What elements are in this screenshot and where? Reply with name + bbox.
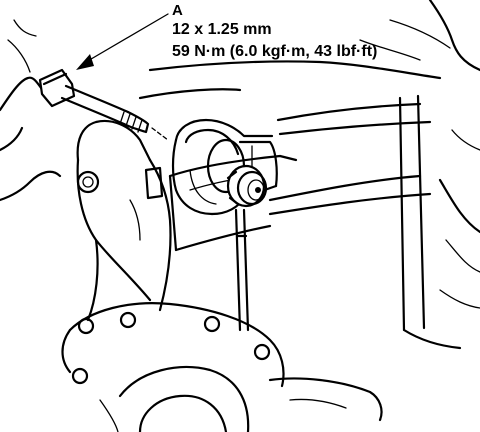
bolt-insertion-guide [151,127,169,141]
frame-lines-top [138,0,480,100]
steering-knuckle [76,119,172,322]
flange-bolt-a [38,68,150,134]
body-outline-left [0,19,62,202]
part-label-a: A [172,2,183,19]
thread-size-spec: 12 x 1.25 mm [172,21,272,38]
callout-leader-arrow [76,13,169,70]
hub-flange [61,302,383,432]
torque-spec: 59 N·m (6.0 kgf·m, 43 lbf·ft) [172,43,378,60]
flange-nut [226,164,268,208]
stabilizer-link [234,208,250,332]
subframe-right [268,94,480,350]
